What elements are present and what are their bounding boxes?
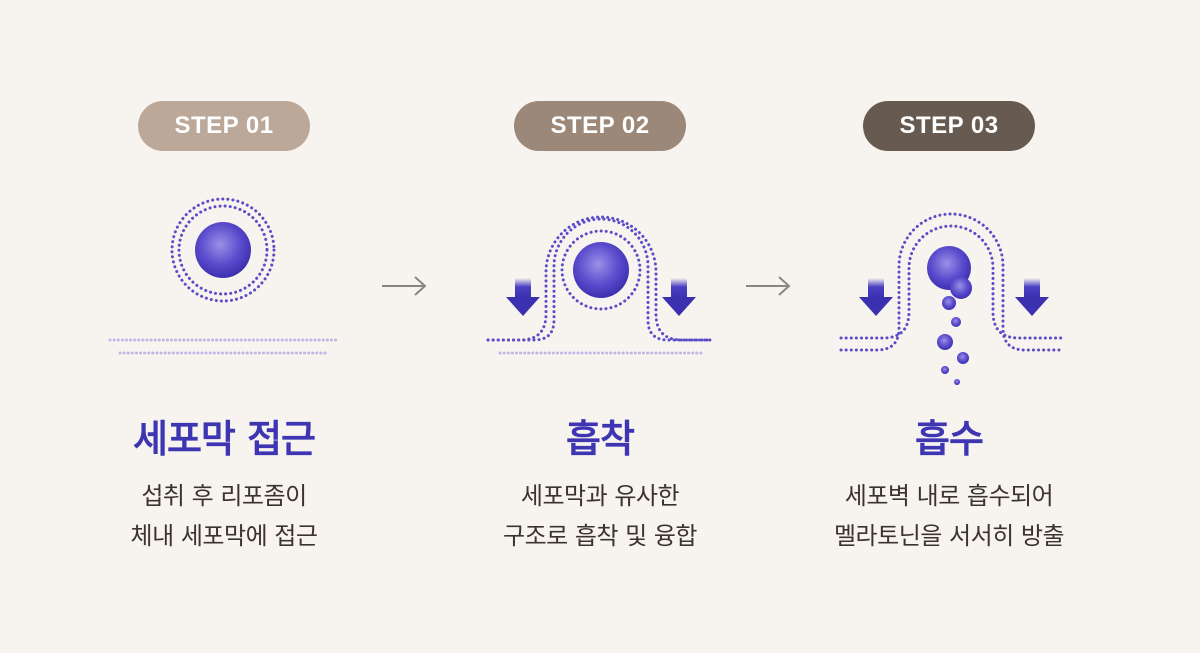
outer-lipid-ring (170, 197, 276, 303)
released-molecule (954, 379, 960, 385)
outer-fused-membrane (486, 217, 714, 342)
step-1: STEP 01 세포막 접근 섭취 후 리포좀이 체내 세포막에 접근 (74, 0, 374, 653)
outer-fused-membrane (839, 224, 1063, 340)
step-1-description: 섭취 후 리포좀이 체내 세포막에 접근 (74, 476, 374, 556)
step-1-badge: STEP 01 (138, 101, 310, 151)
released-molecule (950, 277, 972, 299)
released-molecule (951, 317, 961, 327)
down-arrow-icon-left (506, 278, 540, 316)
step-1-title: 세포막 접근 (132, 417, 316, 461)
liposome-approach-illustration (108, 197, 338, 355)
step-2: STEP 02 흡착 세포막과 유사한 구조로 흡착 및 융합 (450, 0, 750, 653)
step-2-description: 세포막과 유사한 구조로 흡착 및 융합 (450, 476, 750, 556)
right-arrow-icon (746, 276, 791, 296)
outer-membrane-wave (486, 215, 714, 342)
step-3: STEP 03 흡수 세포벽 내로 흡수되어 멜라토닌을 서서히 방출 (799, 0, 1099, 653)
liposome-core (195, 222, 251, 278)
adsorption-illustration (486, 215, 714, 355)
step-3-title: 흡수 (915, 417, 984, 461)
inner-lipid-ring (177, 204, 269, 296)
step-3-desc-line-1: 세포벽 내로 흡수되어 (844, 482, 1054, 510)
step-3-description: 세포벽 내로 흡수되어 멜라토닌을 서서히 방출 (799, 476, 1099, 556)
step-2-title: 흡착 (566, 417, 635, 461)
right-arrow-icon (382, 276, 427, 296)
step-2-desc-line-1: 세포막과 유사한 (520, 482, 680, 510)
absorption-illustration (839, 212, 1063, 385)
released-molecule (942, 296, 956, 310)
liposome-core (573, 242, 629, 298)
down-arrow-icon-right (662, 278, 696, 316)
step-3-desc-line-2: 멜라토닌을 서서히 방출 (833, 522, 1065, 550)
step-2-desc-line-2: 구조로 흡착 및 융합 (502, 522, 698, 550)
step-1-desc-line-2: 체내 세포막에 접근 (130, 522, 318, 550)
released-molecule (957, 352, 969, 364)
inner-fused-membrane (839, 212, 1063, 352)
step-3-badge: STEP 03 (863, 101, 1035, 151)
released-molecule (937, 334, 953, 350)
step-1-desc-line-1: 섭취 후 리포좀이 (141, 482, 307, 510)
step-2-badge: STEP 02 (514, 101, 686, 151)
down-arrow-icon-left (859, 278, 893, 316)
down-arrow-icon-right (1015, 278, 1049, 316)
inner-lipid-ring (560, 229, 642, 311)
released-molecule (941, 366, 949, 374)
